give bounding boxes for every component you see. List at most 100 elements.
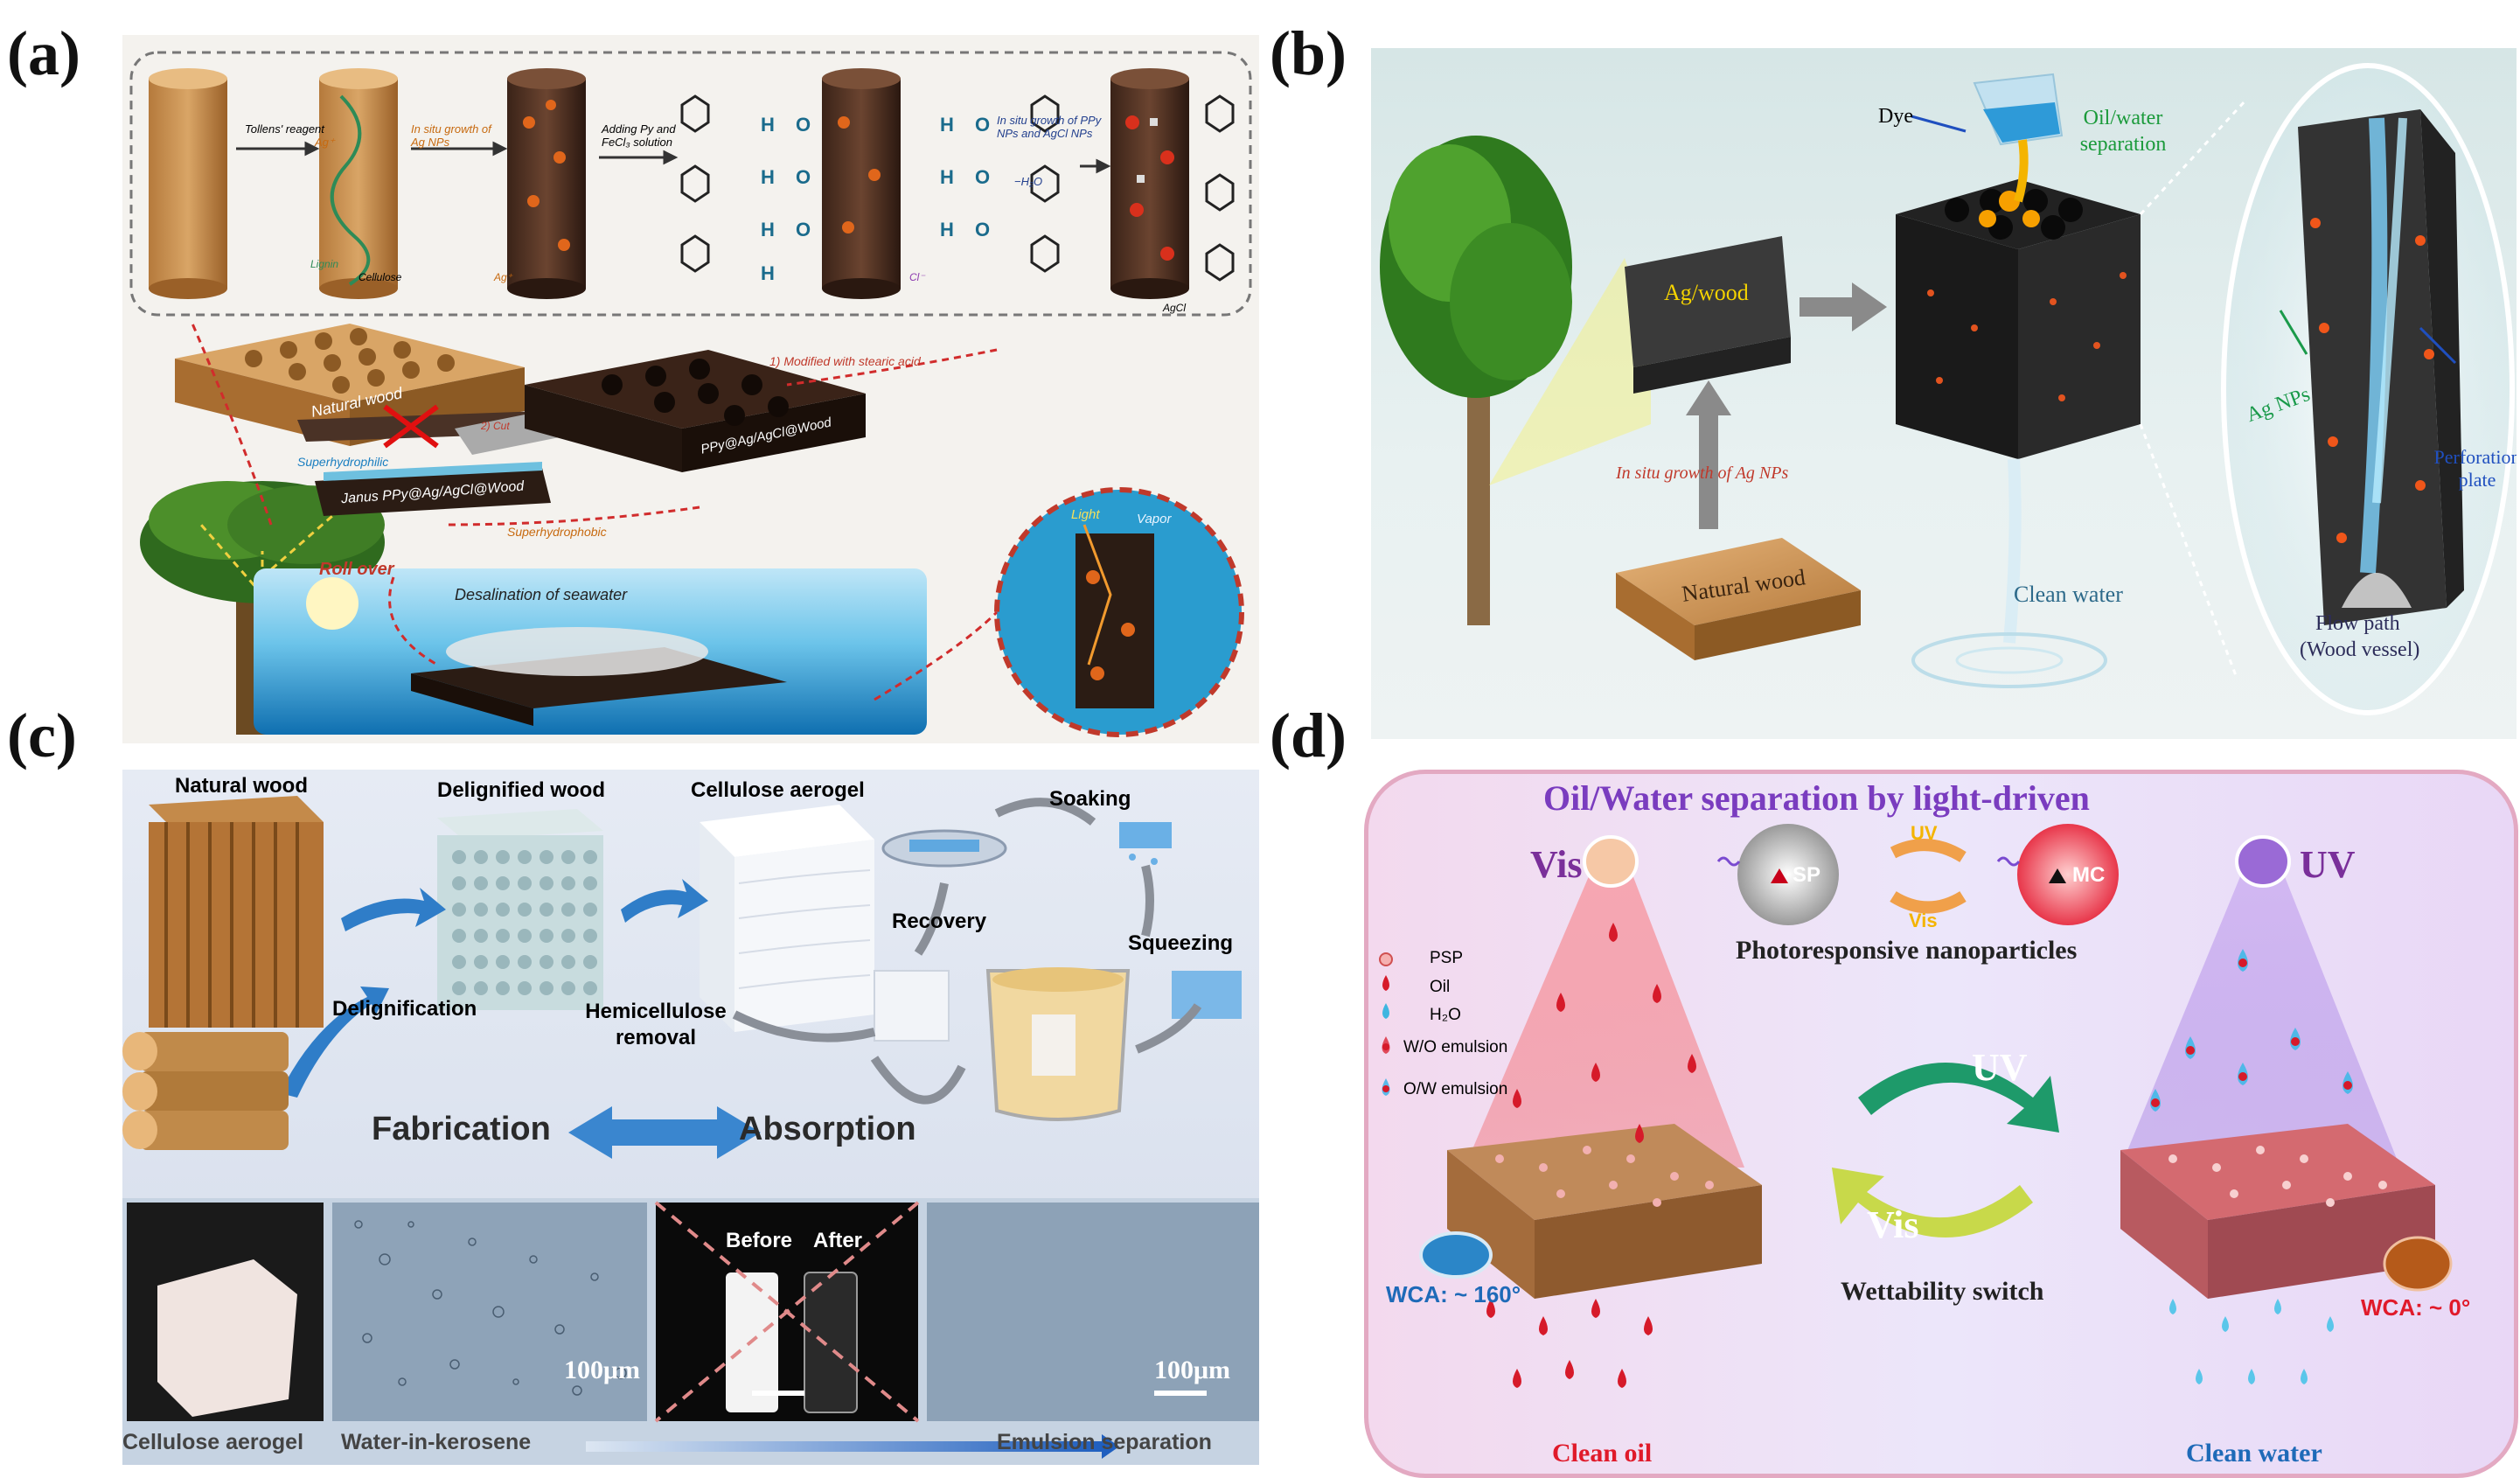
delignified-wood xyxy=(437,809,603,1010)
panel-d-title: Oil/Water separation by light-driven xyxy=(1543,778,2090,818)
vis-lamp xyxy=(1583,835,1639,888)
membrane-left xyxy=(1447,1124,1762,1299)
label-ag-wood: Ag/wood xyxy=(1664,280,1749,305)
panel-d-graphic xyxy=(1379,824,2453,1388)
legend-wo: W/O emulsion xyxy=(1403,1038,1508,1056)
caption-aerogel: Cellulose aerogel xyxy=(122,1430,304,1454)
seawater-scene xyxy=(254,568,927,735)
legend-psp: PSP xyxy=(1430,949,1464,967)
uv-switch-arrow xyxy=(1890,839,1967,863)
up-arrow-head xyxy=(1686,380,1731,415)
svg-text:H: H xyxy=(761,219,775,241)
label-flow-path: Flow path xyxy=(2315,612,2400,635)
label-clean-oil: Clean oil xyxy=(1552,1439,1653,1468)
svg-text:H: H xyxy=(940,219,954,241)
label-before: Before xyxy=(726,1229,793,1252)
label-oil-water-b: Oil/water separation xyxy=(2079,107,2167,156)
plate-pointer xyxy=(2419,326,2457,365)
panel-c-graphic xyxy=(122,796,1259,1465)
svg-text:H: H xyxy=(761,114,775,136)
label-soaking: Soaking xyxy=(1049,787,1131,811)
label-scale-1: 100μm xyxy=(564,1356,640,1384)
membrane-right xyxy=(2120,1124,2435,1299)
panel-label-c: (c) xyxy=(7,701,77,770)
label-vis-lamp: Vis xyxy=(1530,843,1583,886)
uv-arrow xyxy=(1858,1063,2059,1133)
label-cellulose: Cellulose xyxy=(359,271,402,283)
legend-oil: Oil xyxy=(1430,978,1451,996)
label-wettability: Wettability switch xyxy=(1841,1277,2044,1306)
label-insitu-ppy: In situ growth of PPy NPs and AgCl NPs xyxy=(997,114,1102,140)
natural-wood-c xyxy=(149,796,324,1028)
label-squeezing: Squeezing xyxy=(1128,931,1234,955)
svg-text:O: O xyxy=(796,114,811,136)
label-cellulose-aerogel: Cellulose aerogel xyxy=(691,778,865,802)
label-after: After xyxy=(813,1229,863,1252)
wca-right-droplet xyxy=(2383,1236,2453,1292)
squeezed-block xyxy=(1119,822,1172,848)
water-splash xyxy=(1911,632,2107,688)
label-absorption: Absorption xyxy=(739,1111,916,1147)
label-scale-2: 100μm xyxy=(1154,1356,1230,1384)
label-cl-minus: Cl⁻ xyxy=(909,271,925,283)
label-wca-right: WCA: ~ 0° xyxy=(2361,1294,2471,1321)
caption-emulsion: Emulsion separation xyxy=(997,1430,1212,1454)
beaker-c xyxy=(985,967,1131,1121)
label-wood-vessel: (Wood vessel) xyxy=(2300,638,2420,661)
label-desalination: Desalination of seawater xyxy=(455,586,628,603)
label-photoresponsive: Photoresponsive nanoparticles xyxy=(1736,936,2078,965)
label-ag-particle: Ag⁺ xyxy=(494,271,513,283)
label-cut: 2) Cut xyxy=(481,420,510,432)
legend-icons xyxy=(1379,952,1393,1096)
legend-ow: O/W emulsion xyxy=(1403,1080,1508,1098)
label-roll-over: Roll over xyxy=(319,560,394,579)
label-clean-water-b: Clean water xyxy=(2014,582,2123,607)
vis-arrow xyxy=(1832,1168,2033,1237)
panel-b-graphic xyxy=(1380,63,2515,715)
caption-wik: Water-in-kerosene xyxy=(341,1430,532,1454)
panel-d: Oil/Water separation by light-driven Vis… xyxy=(1364,770,2518,1478)
svg-text:O: O xyxy=(975,166,990,188)
photo-separated xyxy=(927,1203,1259,1421)
zoom-circle xyxy=(994,487,1244,737)
natural-wood-b xyxy=(1616,538,1861,660)
porous-cube xyxy=(1896,179,2141,459)
label-uv-small: UV xyxy=(1911,822,1938,844)
sp-sphere xyxy=(1737,824,1839,925)
panel-b: Dye Oil/water separation Ag/wood In situ… xyxy=(1371,48,2517,739)
tree-b xyxy=(1380,136,1572,625)
legend-h2o: H₂O xyxy=(1430,1006,1461,1024)
left-droplets xyxy=(1486,923,1696,1388)
cylinder-ag xyxy=(319,68,398,299)
svg-text:O: O xyxy=(796,166,811,188)
dye-pointer xyxy=(1911,115,1967,133)
beaker-b xyxy=(1973,73,2064,203)
label-perforation: Perforation plate xyxy=(2433,446,2517,491)
svg-text:H: H xyxy=(761,166,775,188)
aerogel-small xyxy=(874,970,950,1042)
label-natural-wood-c: Natural wood xyxy=(175,774,309,798)
label-superhydrophobic: Superhydrophobic xyxy=(507,525,607,539)
cylinder-natural xyxy=(149,68,227,299)
label-mc: MC xyxy=(2072,863,2106,887)
label-sp: SP xyxy=(1793,863,1821,887)
progress-arrow xyxy=(586,1441,1102,1452)
svg-text:H: H xyxy=(761,262,775,284)
svg-text:H: H xyxy=(940,114,954,136)
logs-c xyxy=(122,1032,289,1150)
wca-left-droplet xyxy=(1419,1231,1493,1279)
label-modified: 1) Modified with stearic acid xyxy=(769,354,921,368)
double-arrow xyxy=(568,1106,761,1159)
label-superhydrophilic: Superhydrophilic xyxy=(297,455,389,469)
label-insitu-ag: In situ growth of Ag NPs xyxy=(411,122,491,149)
right-arrow-head xyxy=(1852,282,1887,331)
cellulose-aerogel-c xyxy=(700,805,874,1032)
photo-emulsion xyxy=(332,1203,647,1421)
label-agcl: AgCl xyxy=(1163,302,1187,314)
label-uv-arrow: UV xyxy=(1972,1046,2028,1089)
label-delignification: Delignification xyxy=(332,997,477,1021)
vis-switch-arrow xyxy=(1890,890,1967,914)
